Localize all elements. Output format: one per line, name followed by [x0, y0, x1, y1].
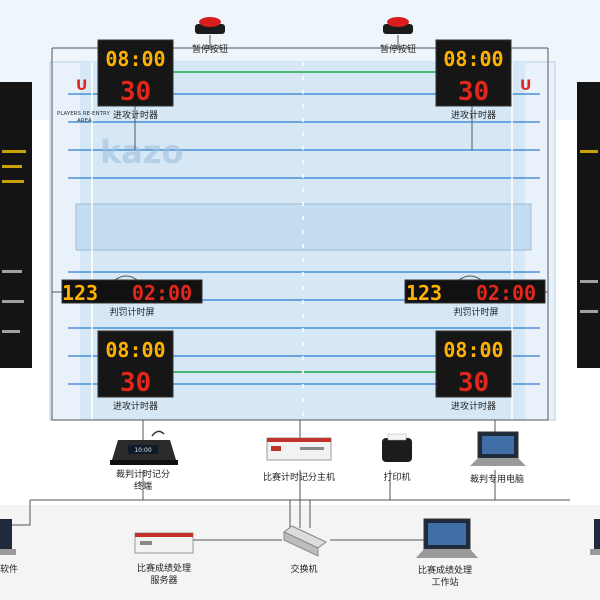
main-host-label: 比赛计时记分主机 — [263, 471, 335, 483]
penalty-screen-left: 123 02:00 判罚计时屏 — [61, 275, 203, 318]
results-workstation-label-line2: 工作站 — [431, 576, 458, 588]
results-server-label-line2: 服务器 — [150, 574, 177, 586]
referee-pc: 裁判专用电脑 — [470, 431, 526, 485]
shot-clock-time: 08:00 — [443, 338, 503, 362]
switch-label: 交换机 — [290, 563, 317, 575]
penalty-time: 02:00 — [132, 281, 192, 305]
pause-button-right: 暂停按钮 — [380, 17, 416, 55]
players-reentry-area-label: AREA — [77, 118, 92, 124]
shot-clock-time: 08:00 — [105, 338, 165, 362]
shot-clock-time: 08:00 — [443, 47, 503, 71]
shot-clock-top-left: 08:00 30 进攻计时器 — [97, 39, 174, 121]
shot-clock-time: 08:00 — [105, 47, 165, 71]
penalty-count: 123 — [406, 281, 442, 305]
results-server-label: 比赛成绩处理 — [137, 562, 191, 574]
shot-clock-label: 进攻计时器 — [113, 400, 158, 412]
results-workstation-label: 比赛成绩处理 — [418, 564, 472, 576]
shot-clock-bottom-left: 08:00 30 进攻计时器 — [97, 330, 174, 412]
printer-label: 打印机 — [383, 471, 410, 483]
pause-button-left: 暂停按钮 — [192, 17, 228, 55]
left-partial-label: 软件 — [0, 563, 18, 575]
results-server: 比赛成绩处理 服务器 — [134, 532, 194, 586]
penalty-screen-right: 123 02:00 判罚计时屏 — [404, 275, 546, 318]
shot-clock-seconds: 30 — [458, 368, 489, 398]
printer: 打印机 — [382, 433, 412, 483]
terminal-screen-text: 10:00 — [134, 447, 151, 454]
shot-clock-label: 进攻计时器 — [113, 109, 158, 121]
shot-clock-top-right: 08:00 30 进攻计时器 — [435, 39, 512, 121]
penalty-screen-label: 判罚计时屏 — [453, 306, 498, 318]
results-workstation: 比赛成绩处理 工作站 — [416, 518, 478, 588]
penalty-count: 123 — [62, 281, 98, 305]
side-scoreboard-left — [0, 82, 32, 368]
pause-button-left-label: 暂停按钮 — [192, 43, 228, 55]
main-host: 比赛计时记分主机 — [263, 437, 335, 483]
penalty-screen-label: 判罚计时屏 — [109, 306, 154, 318]
watermark-logo: kazo — [100, 133, 183, 171]
shot-clock-label: 进攻计时器 — [451, 400, 496, 412]
shot-clock-seconds: 30 — [120, 368, 151, 398]
reentry-mark-right: U — [520, 78, 531, 94]
shot-clock-label: 进攻计时器 — [451, 109, 496, 121]
referee-pc-label: 裁判专用电脑 — [470, 473, 524, 485]
shot-clock-seconds: 30 — [458, 77, 489, 107]
side-scoreboard-right — [577, 82, 600, 368]
pause-button-right-label: 暂停按钮 — [380, 43, 416, 55]
network-switch: 交换机 — [283, 525, 327, 575]
referee-terminal-label-line2: 终端 — [134, 480, 152, 492]
penalty-time: 02:00 — [476, 281, 536, 305]
referee-terminal-label: 裁判计时记分 — [116, 468, 170, 480]
reentry-mark: U — [76, 78, 87, 94]
shot-clock-bottom-right: 08:00 30 进攻计时器 — [435, 330, 512, 412]
players-reentry-label: PLAYERS RE-ENTRY — [57, 111, 110, 117]
shot-clock-seconds: 30 — [120, 77, 151, 107]
referee-terminal: 10:00 裁判计时记分 终端 — [110, 430, 178, 492]
left-partial-computer: 软件 — [0, 519, 18, 575]
right-partial-computer — [590, 519, 600, 555]
